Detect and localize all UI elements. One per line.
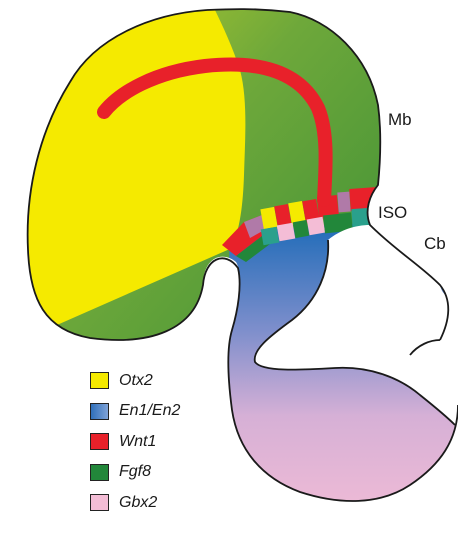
legend-item-otx2: Otx2 — [90, 367, 180, 394]
en-swatch — [90, 403, 109, 420]
wnt1-swatch — [90, 433, 109, 450]
legend-item-gbx2: Gbx2 — [90, 489, 180, 516]
fgf8-band-segment — [261, 227, 280, 246]
gbx2-band-segment — [337, 192, 350, 213]
legend-item-wnt1: Wnt1 — [90, 428, 180, 455]
mb-label: Mb — [388, 110, 412, 130]
legend-item-fgf8: Fgf8 — [90, 459, 180, 486]
fgf8-band-segment — [293, 220, 310, 238]
otx2-swatch — [90, 372, 109, 389]
iso-label: ISO — [378, 203, 407, 223]
legend-item-en: En1/En2 — [90, 398, 180, 425]
legend-label-en: En1/En2 — [119, 402, 180, 420]
legend-label-fgf8: Fgf8 — [119, 463, 151, 481]
cb-label: Cb — [424, 234, 446, 254]
legend-label-wnt1: Wnt1 — [119, 433, 156, 451]
fgf8-swatch — [90, 464, 109, 481]
legend: Otx2 En1/En2 Wnt1 Fgf8 Gbx2 — [90, 367, 180, 520]
gbx2-band-segment — [307, 217, 326, 236]
legend-label-gbx2: Gbx2 — [119, 494, 157, 512]
gbx2-band-segment — [277, 223, 296, 242]
gbx2-swatch — [90, 494, 109, 511]
legend-label-otx2: Otx2 — [119, 372, 153, 390]
